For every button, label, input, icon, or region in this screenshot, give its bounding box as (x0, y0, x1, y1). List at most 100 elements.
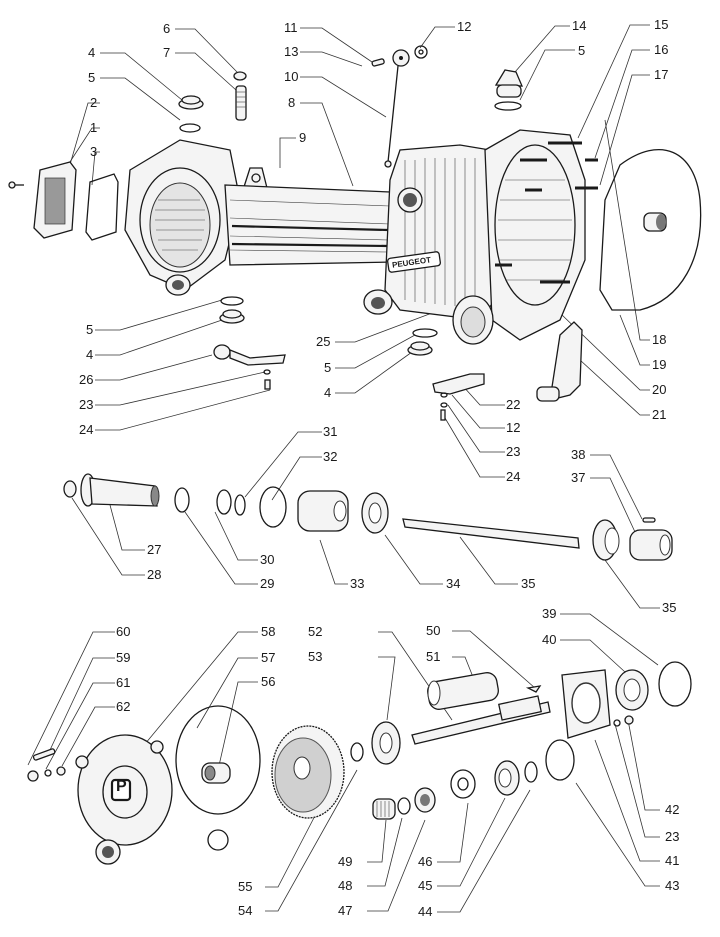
callout-2: 2 (90, 95, 98, 110)
stud-part-7 (235, 85, 247, 121)
callout-43: 43 (665, 878, 680, 893)
callout-13: 13 (284, 44, 299, 59)
ring-part-44 (524, 761, 538, 783)
washer-part-23-mid (263, 369, 271, 375)
spacer-part-62 (56, 766, 66, 776)
callout-53: 53 (308, 649, 323, 664)
callout-54: 54 (238, 903, 253, 918)
callout-51: 51 (426, 649, 441, 664)
shim-part-29 (174, 487, 190, 513)
shaft-part-35 (402, 518, 580, 549)
washer-part-5-mid-left (220, 296, 244, 306)
callout-10: 10 (284, 69, 299, 84)
bush-part-18 (643, 212, 667, 232)
axle-housing-part-8 (124, 129, 598, 345)
callout-4: 4 (324, 385, 332, 400)
callout-1: 1 (90, 120, 98, 135)
callout-47: 47 (338, 903, 353, 918)
callout-23: 23 (79, 397, 94, 412)
bearing-part-40 (615, 669, 649, 711)
callout-34: 34 (446, 576, 461, 591)
screw-part-2 (8, 181, 24, 189)
leader-lines (27, 24, 660, 913)
callout-17: 17 (654, 67, 669, 82)
callout-44: 44 (418, 904, 433, 919)
nut-part-60 (27, 770, 39, 782)
callout-60: 60 (116, 624, 131, 639)
bush-part-56 (201, 762, 231, 784)
callout-11: 11 (284, 20, 298, 35)
bearing-part-53 (371, 721, 401, 765)
callout-20: 20 (652, 382, 667, 397)
washer-part-12-top (414, 45, 428, 59)
callout-5: 5 (86, 322, 94, 337)
callout-4: 4 (88, 45, 96, 60)
pin-part-11-13 (371, 58, 385, 67)
callout-24: 24 (79, 422, 94, 437)
callout-8: 8 (288, 95, 296, 110)
callout-21: 21 (652, 407, 667, 422)
lever-part-21 (536, 321, 583, 402)
callout-38: 38 (571, 447, 586, 462)
washer-part-23-mid-right (440, 402, 448, 408)
callout-29: 29 (260, 576, 275, 591)
callout-48: 48 (338, 878, 353, 893)
callout-52: 52 (308, 624, 323, 639)
screw-part-24-mid (264, 379, 271, 390)
cap-part-4-mid-left (219, 309, 245, 324)
callout-35: 35 (521, 576, 536, 591)
key-part-50 (525, 685, 542, 693)
washer-part-23-low (613, 719, 621, 727)
callout-30: 30 (260, 552, 275, 567)
gasket-part-3 (85, 173, 119, 241)
callout-40: 40 (542, 632, 557, 647)
circlip-part-39 (658, 661, 692, 707)
ring-part-32 (259, 486, 287, 528)
bracket-part-26 (213, 344, 286, 366)
callout-57: 57 (261, 650, 276, 665)
callout-39: 39 (542, 606, 557, 621)
gasket-part-57 (175, 705, 261, 851)
breather-part-14 (494, 69, 524, 98)
callout-32: 32 (323, 449, 338, 464)
callout-25: 25 (316, 334, 331, 349)
ring-part-43 (545, 739, 575, 781)
inspection-cover-part-1 (33, 161, 77, 239)
callout-23: 23 (665, 829, 680, 844)
callout-14: 14 (572, 18, 587, 33)
callout-19: 19 (652, 357, 667, 372)
nut-part-47 (414, 787, 436, 813)
callout-4: 4 (86, 347, 94, 362)
seal-part-45 (494, 760, 520, 796)
callout-41: 41 (665, 853, 680, 868)
washer-part-12-mid (440, 392, 448, 398)
callout-49: 49 (338, 854, 353, 869)
washer-part-61 (44, 769, 52, 777)
differential-part-33 (297, 490, 349, 532)
bearing-part-34 (361, 492, 389, 534)
callout-37: 37 (571, 470, 586, 485)
callout-55: 55 (238, 879, 253, 894)
washer-part-5-top (179, 123, 201, 133)
callout-35: 35 (662, 600, 677, 615)
ring-part-54 (350, 742, 364, 762)
callout-24: 24 (506, 469, 521, 484)
callout-6: 6 (163, 21, 171, 36)
layshaft-part-52 (411, 695, 551, 745)
callout-5: 5 (324, 360, 332, 375)
callout-50: 50 (426, 623, 441, 638)
gasket-part-19 (599, 148, 702, 311)
callout-31: 31 (323, 424, 338, 439)
gear-part-55 (271, 725, 345, 819)
nut-part-6 (233, 71, 247, 81)
stud-part-59 (32, 748, 56, 761)
bearing-race-part-35 (592, 519, 620, 561)
needle-bearing-part-49 (372, 798, 396, 820)
cover-emblem: P (116, 778, 127, 795)
callout-18: 18 (652, 332, 667, 347)
callout-26: 26 (79, 372, 94, 387)
cap-part-4-mid-right (407, 341, 433, 356)
callout-58: 58 (261, 624, 276, 639)
pinion-part-27 (80, 473, 160, 507)
